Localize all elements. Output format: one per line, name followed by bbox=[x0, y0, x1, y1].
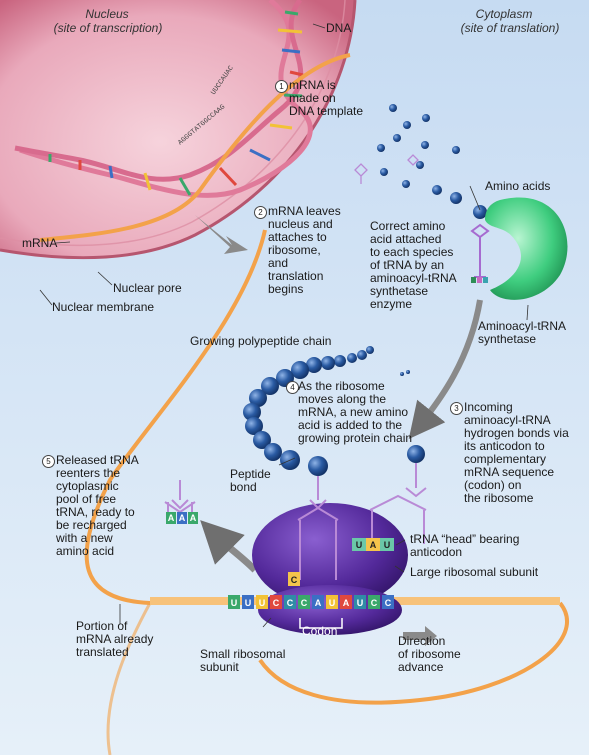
dna-label: DNA bbox=[326, 22, 351, 35]
svg-text:A: A bbox=[370, 540, 377, 550]
growing-chain-label: Growing polypeptide chain bbox=[190, 335, 331, 348]
svg-text:C: C bbox=[291, 575, 298, 585]
mrna-base-letter-0: U bbox=[231, 598, 238, 608]
step-5-text: Released tRNA reenters the cytoplasmic p… bbox=[56, 454, 139, 558]
step-1-badge: 1 bbox=[275, 80, 288, 93]
step-3-badge: 3 bbox=[450, 402, 463, 415]
direction-label: Direction of ribosome advance bbox=[398, 635, 461, 674]
mrna-base-letter-10: C bbox=[371, 598, 378, 608]
mrna-base-letter-3: C bbox=[273, 598, 280, 608]
mrna-base-letter-9: U bbox=[357, 598, 364, 608]
svg-text:U: U bbox=[356, 540, 363, 550]
step-2-text: mRNA leaves nucleus and attaches to ribo… bbox=[268, 205, 341, 296]
mrna-label: mRNA bbox=[22, 237, 57, 250]
codon-label: Codon bbox=[302, 625, 337, 638]
step-5-badge: 5 bbox=[42, 455, 55, 468]
amino-acids-label: Amino acids bbox=[485, 180, 550, 193]
mrna-base-letter-5: C bbox=[301, 598, 308, 608]
svg-text:A: A bbox=[190, 513, 197, 523]
mrna-base-letter-1: U bbox=[245, 598, 252, 608]
step-4-text: As the ribosome moves along the mRNA, a … bbox=[298, 380, 412, 445]
step-3-text: Incoming aminoacyl-tRNA hydrogen bonds v… bbox=[464, 401, 569, 505]
portion-mrna-label: Portion of mRNA already translated bbox=[76, 620, 153, 659]
mrna-base-letter-11: C bbox=[385, 598, 392, 608]
nucleus-subtitle: (site of transcription) bbox=[38, 22, 178, 35]
step-2-badge: 2 bbox=[254, 206, 267, 219]
mrna-base-letter-7: U bbox=[329, 598, 336, 608]
nucleus-title: Nucleus bbox=[42, 8, 172, 21]
synthetase-label: Aminoacyl-tRNA synthetase bbox=[478, 320, 566, 346]
nuclear-pore-label: Nuclear pore bbox=[113, 282, 182, 295]
small-subunit-label: Small ribosomal subunit bbox=[200, 648, 285, 674]
bound-anticodons: C bbox=[288, 572, 300, 586]
ribosome bbox=[252, 503, 408, 635]
mrna-base-letter-2: U bbox=[259, 598, 266, 608]
correct-amino-acid-text: Correct amino acid attached to each spec… bbox=[370, 220, 457, 311]
released-anticodon: A A A bbox=[166, 512, 198, 524]
svg-text:A: A bbox=[168, 513, 175, 523]
mrna-base-letter-4: C bbox=[287, 598, 294, 608]
svg-text:U: U bbox=[384, 540, 391, 550]
peptide-bond-label: Peptide bond bbox=[230, 468, 271, 494]
cytoplasm-subtitle: (site of translation) bbox=[440, 22, 580, 35]
mrna-base-letter-8: A bbox=[343, 598, 350, 608]
mrna-base-letter-6: A bbox=[315, 598, 322, 608]
large-subunit-label: Large ribosomal subunit bbox=[410, 566, 538, 579]
incoming-anticodon: U A U bbox=[352, 538, 394, 551]
nuclear-membrane-label: Nuclear membrane bbox=[52, 301, 154, 314]
cytoplasm-title: Cytoplasm bbox=[454, 8, 554, 21]
trna-head-label: tRNA “head” bearing anticodon bbox=[410, 533, 519, 559]
step-1-text: mRNA is made on DNA template bbox=[289, 79, 363, 118]
svg-text:A: A bbox=[179, 513, 186, 523]
